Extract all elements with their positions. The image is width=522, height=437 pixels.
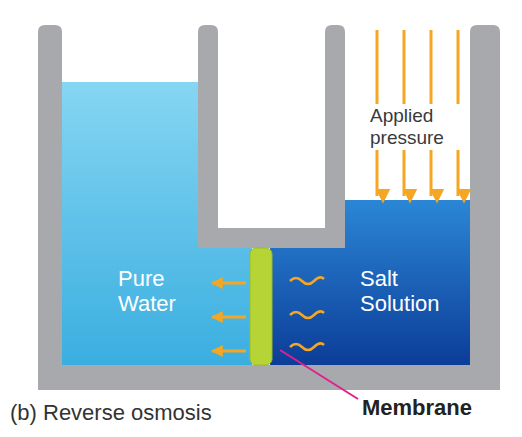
pure-water [62, 82, 252, 365]
leader-line [280, 350, 358, 399]
divider-wall [198, 25, 345, 248]
membrane [250, 248, 272, 365]
vessel-wall [38, 25, 500, 390]
salt-solution [270, 200, 470, 365]
region-label: Pure Water [118, 266, 196, 317]
flow-arrows [212, 283, 246, 351]
part-label: Membrane [362, 395, 512, 420]
region-label: Salt Solution [360, 266, 465, 317]
wave-lines [290, 277, 324, 350]
figure-caption: (b) Reverse osmosis [10, 400, 212, 425]
pressure-label: Applied pressure [368, 104, 464, 150]
